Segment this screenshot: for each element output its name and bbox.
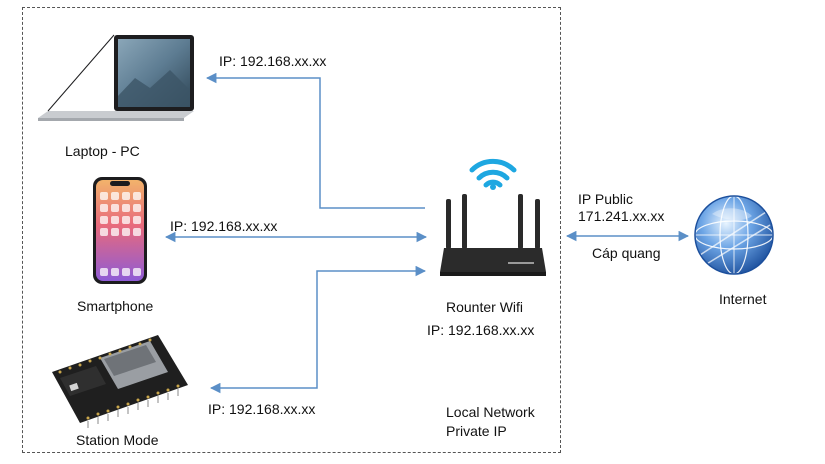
station-ip-label: IP: 192.168.xx.xx xyxy=(208,401,316,417)
router-label: Rounter Wifi xyxy=(446,299,524,315)
smartphone-label: Smartphone xyxy=(77,298,154,314)
globe-icon xyxy=(694,195,774,275)
router-icon xyxy=(440,194,546,276)
smartphone-ip-label: IP: 192.168.xx.xx xyxy=(170,218,278,234)
local-network-boundary xyxy=(22,7,561,453)
link-label: Cáp quang xyxy=(592,245,661,261)
network-label-line2: Private IP xyxy=(446,423,507,439)
public-ip-title: IP Public xyxy=(578,191,633,207)
wifi-icon xyxy=(469,158,517,190)
smartphone-icon xyxy=(93,177,147,284)
arrow-station-to-router xyxy=(209,265,427,394)
laptop-icon xyxy=(38,34,194,121)
laptop-ip-label: IP: 192.168.xx.xx xyxy=(219,53,327,69)
laptop-label: Laptop - PC xyxy=(65,143,140,159)
internet-label: Internet xyxy=(719,291,767,307)
network-label-line1: Local Network xyxy=(446,404,535,420)
public-ip-value: 171.241.xx.xx xyxy=(578,208,665,224)
station-label: Station Mode xyxy=(76,432,159,448)
esp32-board-icon xyxy=(52,335,188,428)
router-ip-label: IP: 192.168.xx.xx xyxy=(427,322,535,338)
arrow-router-to-laptop xyxy=(205,72,425,209)
connection-arrows xyxy=(164,72,690,394)
